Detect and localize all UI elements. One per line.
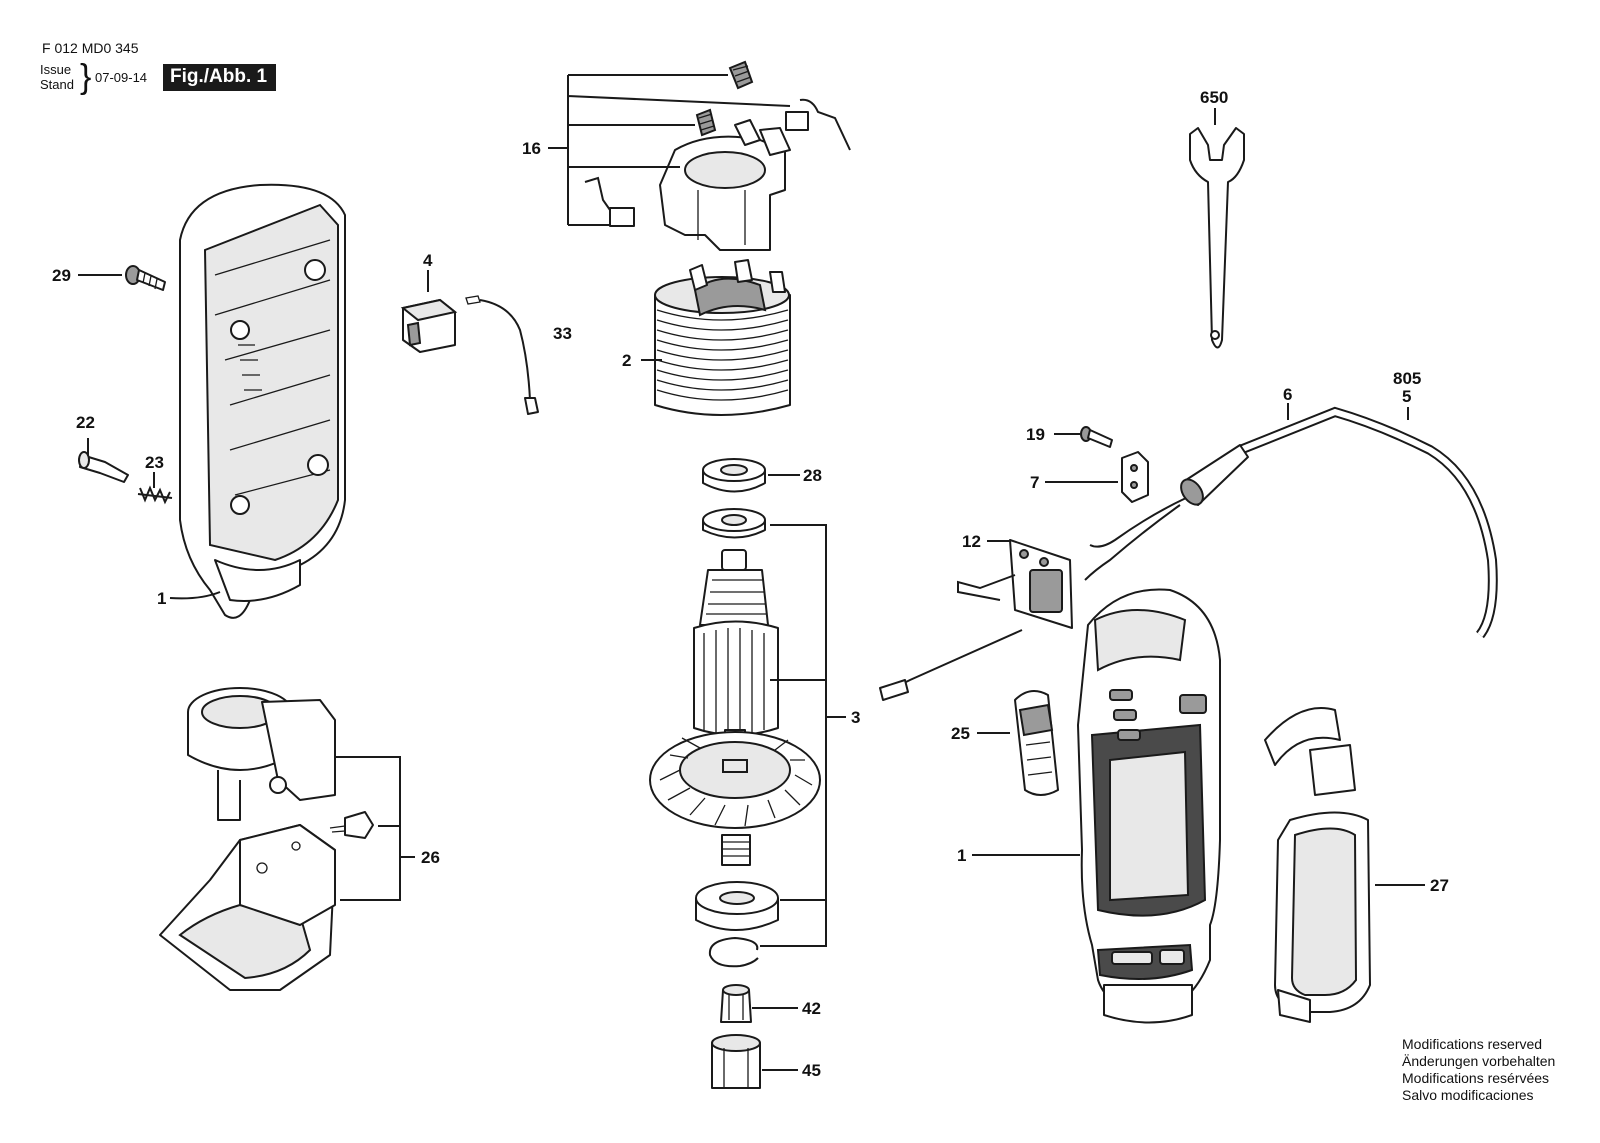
leader-26	[335, 756, 415, 901]
bearing-lower-part	[695, 881, 779, 931]
callout-650: 650	[1200, 88, 1228, 107]
callout-27: 27	[1430, 876, 1449, 895]
brace-glyph: }	[80, 58, 92, 96]
callout-22: 22	[76, 413, 95, 432]
callout-25: 25	[951, 724, 970, 743]
screw-19-part	[1080, 426, 1113, 448]
tool-housing-1-part	[1077, 588, 1221, 1024]
notice-en: Modifications reserved	[1402, 1036, 1543, 1052]
circlip-part	[708, 936, 759, 968]
callout-4: 4	[423, 251, 433, 270]
callout-1-housing: 1	[157, 589, 166, 608]
callout-1-tool: 1	[957, 846, 966, 865]
leader-1-housing	[169, 591, 221, 600]
bearing-28-part	[702, 458, 766, 493]
stator-2-part	[654, 259, 791, 416]
callout-6: 6	[1283, 385, 1292, 404]
issue-date: 07-09-14	[95, 70, 148, 85]
stand-label: Stand	[40, 77, 74, 92]
callout-28: 28	[803, 466, 822, 485]
modifications-notice: Modifications reserved Änderungen vorbeh…	[1402, 1036, 1555, 1104]
callout-23: 23	[145, 453, 164, 472]
issue-stand-labels: Issue Stand	[40, 62, 74, 92]
suppressor-12-part	[879, 539, 1073, 701]
leader-3	[760, 524, 846, 947]
notice-fr: Modifications resérvées	[1402, 1070, 1550, 1086]
notice-es: Salvo modificaciones	[1402, 1087, 1534, 1103]
pin-22-part	[78, 451, 129, 483]
callout-45: 45	[802, 1061, 821, 1080]
cable-5-part	[1084, 406, 1498, 639]
housing-half-part	[179, 183, 346, 619]
callout-19: 19	[1026, 425, 1045, 444]
screw-29-part	[125, 265, 166, 291]
wire-33-part	[465, 295, 539, 415]
callout-805: 805	[1393, 369, 1421, 388]
callout-33: 33	[553, 324, 572, 343]
notice-de: Änderungen vorbehalten	[1402, 1053, 1556, 1069]
switch-button-25-part	[1014, 690, 1059, 796]
cover-27-part	[1264, 707, 1371, 1023]
switch-4-part	[400, 298, 458, 353]
router-base-26-part	[159, 687, 374, 991]
callout-5: 5	[1402, 387, 1411, 406]
callout-29: 29	[52, 266, 71, 285]
callout-12: 12	[962, 532, 981, 551]
callout-3: 3	[851, 708, 860, 727]
callout-16: 16	[522, 139, 541, 158]
callout-26: 26	[421, 848, 440, 867]
callout-42: 42	[802, 999, 821, 1018]
spring-23-part	[137, 485, 173, 505]
brush-holder-assembly-16-part	[584, 60, 851, 251]
wrench-650-part	[1189, 127, 1245, 349]
collet-nut-45-part	[711, 1034, 761, 1089]
armature-3-part	[649, 508, 821, 866]
callout-7: 7	[1030, 473, 1039, 492]
issue-label: Issue	[40, 62, 72, 77]
collet-42-part	[720, 984, 752, 1023]
callout-2: 2	[622, 351, 631, 370]
leader-16	[548, 74, 791, 226]
figure-tag: Fig./Abb. 1	[163, 64, 277, 91]
document-code: F 012 MD0 345	[42, 40, 139, 56]
cable-clamp-7-part	[1121, 451, 1149, 503]
